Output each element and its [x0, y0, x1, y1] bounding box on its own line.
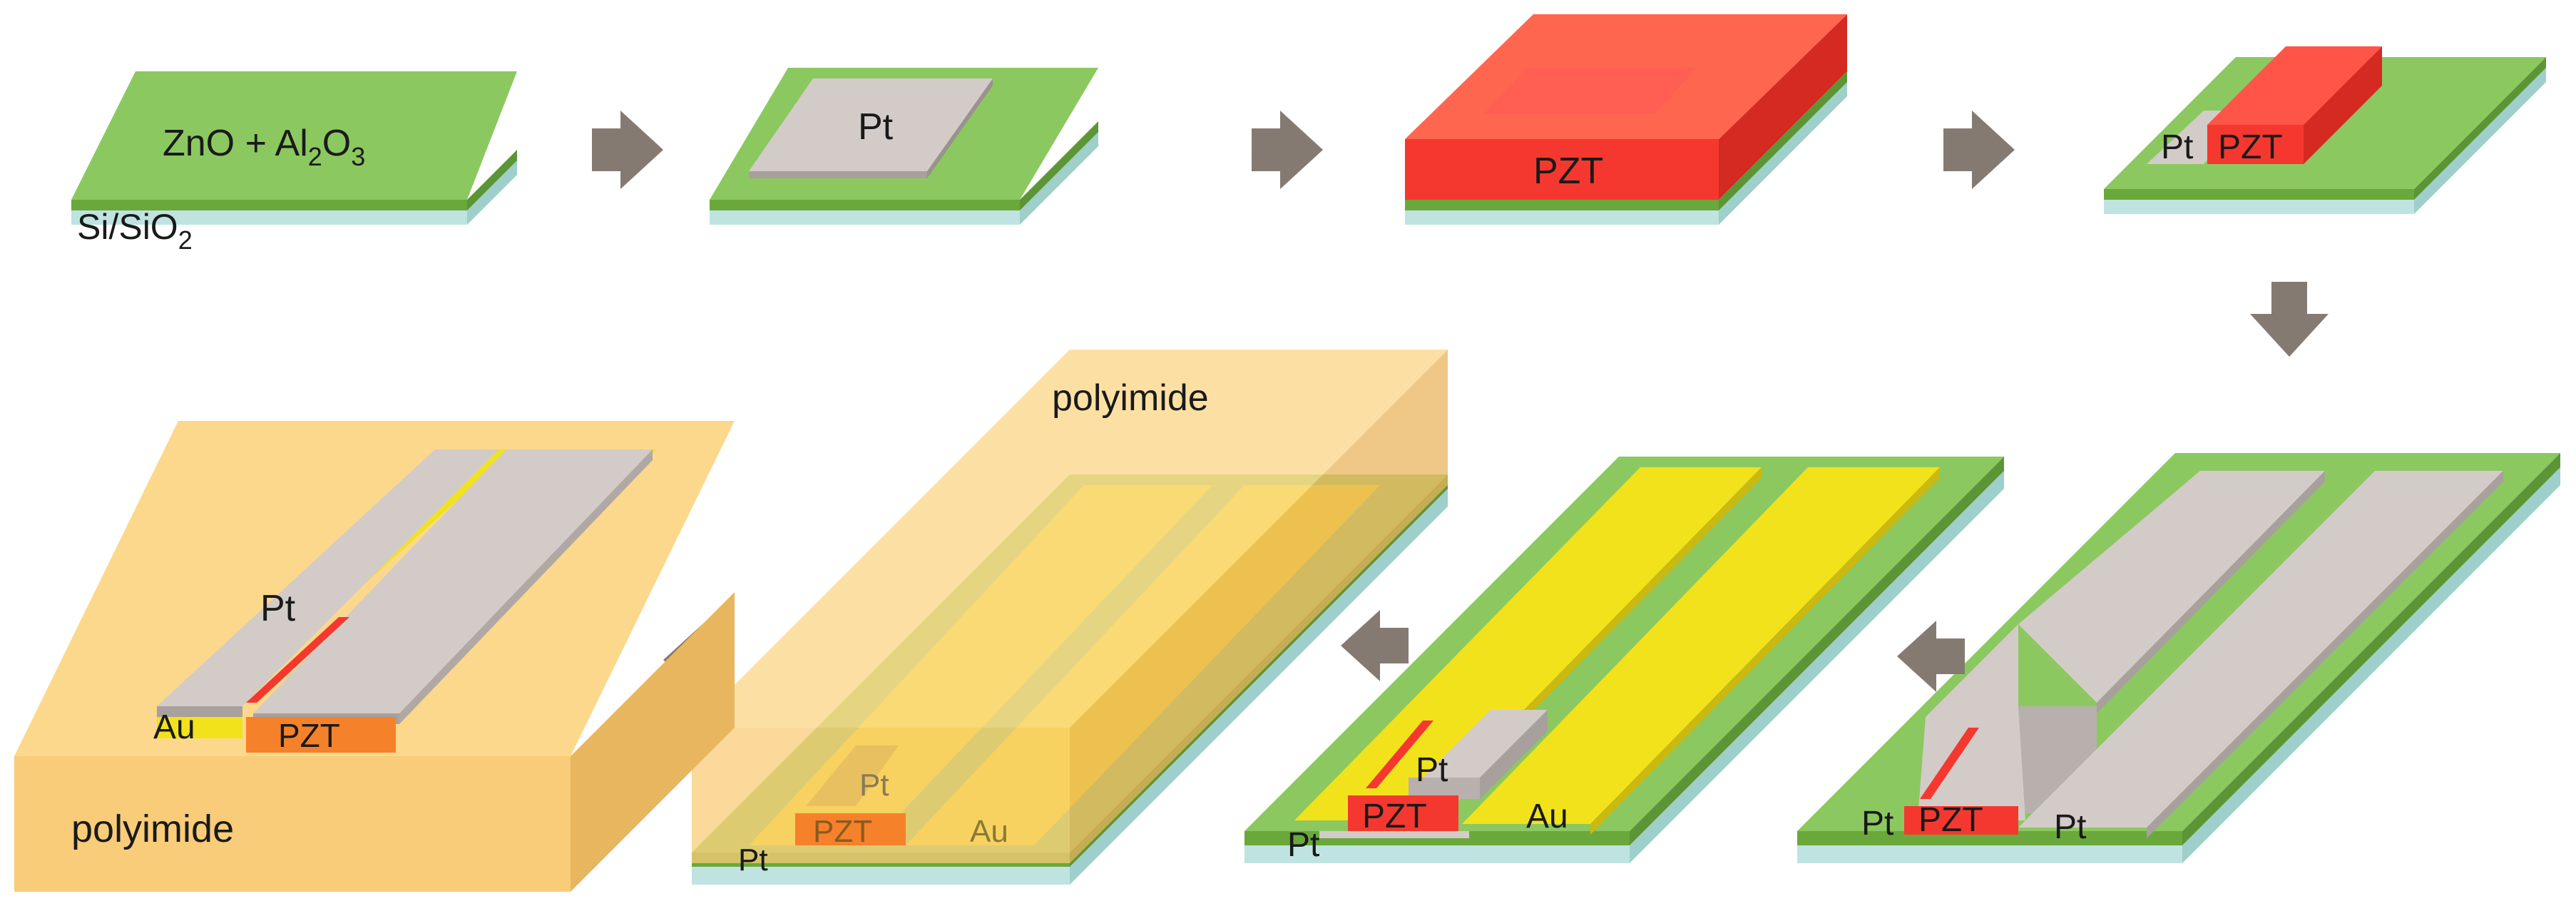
step1-substrate: ZnO + Al2O3 Si/SiO2 [71, 71, 517, 255]
label-pzt: PZT [2218, 128, 2283, 166]
label-pzt: PZT [278, 717, 340, 754]
label-au: Au [970, 814, 1008, 849]
pt-electrode [749, 78, 993, 171]
si-sio2-layer [71, 210, 467, 225]
label-sub-2: 2 [308, 142, 322, 171]
pt-strip-left [2018, 471, 2325, 703]
process-arrow-icon [1252, 111, 1323, 189]
process-arrow-icon [1341, 610, 1409, 681]
label-o: O [322, 123, 351, 164]
label-pt-left: Pt [1861, 805, 1893, 843]
label-zno-al: ZnO + Al [163, 123, 308, 164]
label-polyimide: polyimide [1052, 377, 1209, 419]
label-au: Au [1526, 798, 1568, 835]
label-pzt: PZT [813, 814, 872, 849]
pzt-element [1348, 795, 1458, 831]
step8-released-device: Pt Au PZT polyimide [14, 421, 735, 892]
au-strip-left [1294, 467, 1762, 820]
label-sub-3: 3 [351, 142, 365, 171]
pzt-film [1405, 139, 1719, 200]
svg-text:ZnO + Al2O3: ZnO + Al2O3 [163, 123, 365, 171]
step5-pt-top-electrodes: Pt PZT Pt [1797, 453, 2560, 863]
label-pt-bottom: Pt [738, 843, 768, 877]
label-pt: Pt [858, 106, 894, 148]
pzt-element [1904, 806, 2018, 835]
process-arrow-icon [592, 111, 663, 189]
svg-text:Si/SiO2: Si/SiO2 [77, 207, 193, 255]
label-pzt: PZT [1362, 798, 1427, 835]
process-arrow-icon [1943, 111, 2015, 189]
pt-strip-left [157, 449, 499, 706]
label-pt: Pt [2161, 128, 2193, 166]
step6-au-lines: Pt PZT Au Pt [1244, 457, 2004, 864]
polyimide-slab [14, 756, 571, 892]
polyimide-block [692, 728, 1070, 863]
label-si-sio: Si/SiO [77, 207, 178, 247]
pzt-pattern [2207, 125, 2304, 164]
au-pad [157, 717, 242, 738]
label-pzt: PZT [1533, 151, 1603, 192]
label-pt-top: Pt [859, 768, 889, 803]
step4-pzt-pattern: Pt PZT [2104, 46, 2546, 214]
zno-al2o3-layer [71, 200, 467, 210]
label-pt-bottom: Pt [1287, 826, 1319, 864]
pzt-element [246, 717, 396, 753]
pt-strip-right [253, 449, 653, 713]
label-pt-right: Pt [2054, 808, 2086, 846]
label-sub-2b: 2 [178, 225, 193, 255]
step2-pt-deposition: Pt [710, 68, 1098, 225]
pzt-element [795, 813, 906, 845]
label-au: Au [153, 708, 195, 746]
label-pzt: PZT [1918, 801, 1983, 839]
step7-polyimide-coating: polyimide Pt PZT Au Pt [692, 350, 1448, 885]
label-polyimide: polyimide [71, 808, 234, 850]
pt-strip-right [2018, 471, 2503, 828]
label-pt-top: Pt [1416, 751, 1448, 789]
process-arrow-icon [1897, 621, 1965, 692]
au-strip-right [1462, 467, 1940, 824]
process-arrow-icon [2250, 282, 2329, 357]
step3-pzt-film: PZT [1405, 14, 1847, 225]
label-pt: Pt [260, 588, 296, 629]
